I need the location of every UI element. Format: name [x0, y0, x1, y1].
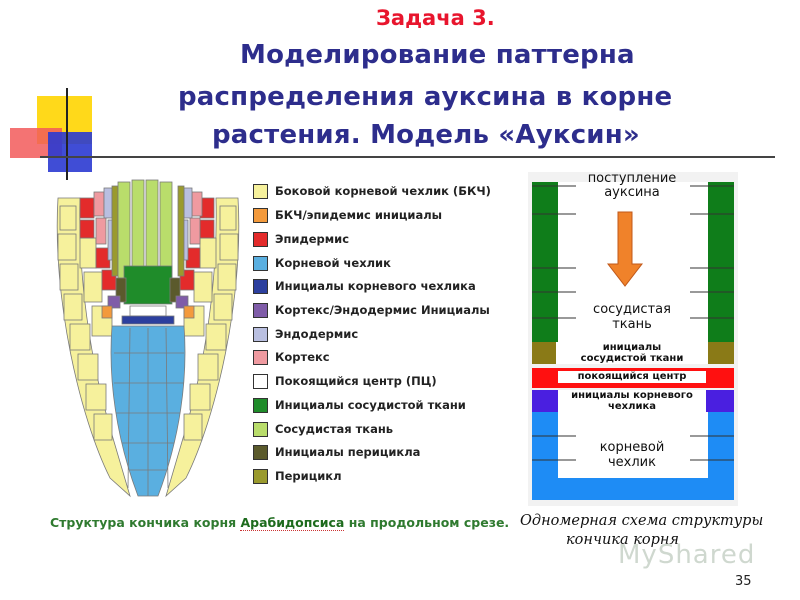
legend-swatch	[253, 421, 268, 437]
legend-swatch	[253, 278, 268, 294]
legend-label: Покоящийся центр (ПЦ)	[275, 374, 437, 388]
schema-cap-bottom	[532, 478, 734, 500]
legend-item: Эпидермис	[253, 230, 349, 248]
legend-item: БКЧ/эпидемис инициалы	[253, 206, 442, 224]
legend-label: БКЧ/эпидемис инициалы	[275, 208, 443, 222]
legend-swatch	[253, 397, 268, 413]
legend-item: Инициалы перицикла	[253, 443, 420, 461]
legend-swatch	[253, 326, 268, 342]
legend-label: Эпидермис	[275, 232, 350, 246]
schema-vascular-label: сосудистая ткань	[572, 302, 692, 332]
decor-vertical-line	[66, 88, 68, 180]
decor-horizontal-line	[40, 156, 775, 158]
schema-cap-right	[708, 412, 734, 482]
schema-caption: Одномерная схема структуры кончика корня	[520, 512, 763, 550]
caption-after: на продольном срезе.	[344, 515, 510, 530]
caption-highlight: Арабидопсиса	[240, 515, 345, 531]
page-number: 35	[735, 574, 752, 589]
legend-label: Инициалы сосудистой ткани	[275, 398, 466, 412]
schema-caption-line-1: Одномерная схема структуры	[520, 513, 764, 529]
legend-swatch	[253, 349, 268, 365]
quiescent-center-text: покоящийся центр	[577, 371, 687, 382]
schema-quiescent-center-label: покоящийся центр	[558, 371, 706, 383]
legend-swatch	[253, 468, 268, 484]
root-tip-illustration	[56, 179, 240, 498]
title-line-3: растения. Модель «Ауксин»	[212, 120, 640, 150]
legend-item: Покоящийся центр (ПЦ)	[253, 372, 437, 390]
auxin-line-1: поступление	[587, 171, 677, 186]
legend-item: Перицикл	[253, 467, 342, 485]
legend-item: Корневой чехлик	[253, 254, 391, 272]
schema-vascular-initials-label: инициалы сосудистой ткани	[556, 342, 708, 364]
legend-swatch	[253, 231, 268, 247]
legend-item: Боковой корневой чехлик (БКЧ)	[253, 182, 491, 200]
figure-caption: Структура кончика корня Арабидопсиса на …	[50, 515, 510, 531]
auxin-line-2: ауксина	[604, 185, 660, 200]
legend-label: Эндодермис	[275, 327, 359, 341]
cap-initials-line-2: чехлика	[608, 401, 656, 412]
legend-label: Инициалы перицикла	[275, 445, 421, 459]
root-cap-line-1: корневой	[599, 440, 665, 455]
decor-blue-square	[48, 132, 92, 172]
schema-caption-line-2: кончика корня	[566, 532, 680, 548]
legend-label: Инициалы корневого чехлика	[275, 279, 476, 293]
legend-label: Кортекс	[275, 350, 330, 364]
schema-vascular-left	[532, 182, 558, 342]
schema-center-area	[558, 182, 708, 342]
vascular-initials-line-1: инициалы	[602, 342, 662, 353]
legend-item: Кортекс/Эндодермис Инициалы	[253, 301, 490, 319]
schema-cell-lines	[532, 185, 734, 461]
watermark: MyShared	[618, 540, 756, 570]
legend-swatch	[253, 444, 268, 460]
legend-item: Кортекс	[253, 348, 330, 366]
legend-swatch	[253, 183, 268, 199]
legend-swatch	[253, 207, 268, 223]
vascular-line-1: сосудистая	[593, 302, 671, 317]
legend-label: Корневой чехлик	[275, 256, 391, 270]
legend-swatch	[253, 373, 268, 389]
schema-root-cap-label: корневой чехлик	[572, 440, 692, 470]
legend-swatch	[253, 302, 268, 318]
task-label: Задача 3.	[376, 6, 495, 30]
title-line-2: распределения ауксина в корне	[178, 82, 673, 112]
schema-cap-left	[532, 412, 558, 482]
legend-swatch	[253, 255, 268, 271]
schema-cap-initials-label: инициалы корневого чехлика	[558, 390, 706, 412]
legend-item: Сосудистая ткань	[253, 420, 393, 438]
schema-auxin-label: поступление ауксина	[572, 172, 692, 200]
schema-cap-center	[558, 412, 708, 478]
legend-label: Боковой корневой чехлик (БКЧ)	[275, 184, 491, 198]
caption-before: Структура кончика корня	[50, 515, 241, 530]
legend-item: Инициалы корневого чехлика	[253, 277, 476, 295]
title-line-1: Моделирование паттерна	[240, 40, 635, 70]
auxin-arrow-icon	[606, 211, 644, 287]
root-cap-line-2: чехлик	[608, 455, 656, 470]
cap-initials-line-1: инициалы корневого	[571, 390, 693, 401]
legend-label: Сосудистая ткань	[275, 422, 394, 436]
legend-label: Перицикл	[275, 469, 342, 483]
legend-item: Инициалы сосудистой ткани	[253, 396, 466, 414]
vascular-initials-line-2: сосудистой ткани	[580, 353, 684, 364]
legend-label: Кортекс/Эндодермис Инициалы	[275, 303, 490, 317]
legend-item: Эндодермис	[253, 325, 358, 343]
vascular-line-2: ткань	[612, 317, 652, 332]
schema-vascular-right	[708, 182, 734, 342]
